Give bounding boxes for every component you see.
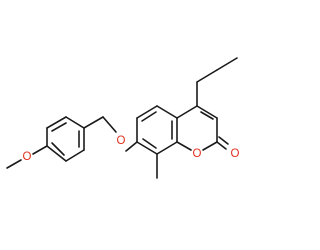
molecule-drawing: O O O O [6, 57, 240, 179]
bond-ch2-o [102, 116, 117, 133]
bond-propyl-3 [216, 57, 238, 71]
atom-o-methoxy-label: O [23, 151, 32, 163]
atom-o-ether-label: O [117, 135, 126, 147]
bond-o-aryl [32, 145, 48, 155]
atom-o-carbonyl: O [231, 148, 240, 160]
atom-o-ring: O [193, 148, 202, 160]
bond-methyl-o [6, 159, 22, 169]
bond-aryl-ch2 [83, 116, 104, 129]
atom-o-methoxy: O [23, 151, 32, 163]
atom-o-carbonyl-label: O [231, 148, 240, 160]
atom-o-ring-label: O [193, 148, 202, 160]
bond-carbonyl-1 [216, 141, 227, 150]
benzene-ring-methoxyphenyl [46, 116, 85, 162]
bond-o-coumarin [125, 141, 138, 152]
atom-o-ether: O [117, 135, 126, 147]
coumarin-benzo-ring [136, 105, 178, 155]
pyranone-ring [176, 105, 218, 151]
molecule-structure-canvas: O O O O [6, 57, 240, 179]
bond-propyl-2 [196, 69, 218, 83]
bond-carbonyl-2 [218, 136, 229, 145]
